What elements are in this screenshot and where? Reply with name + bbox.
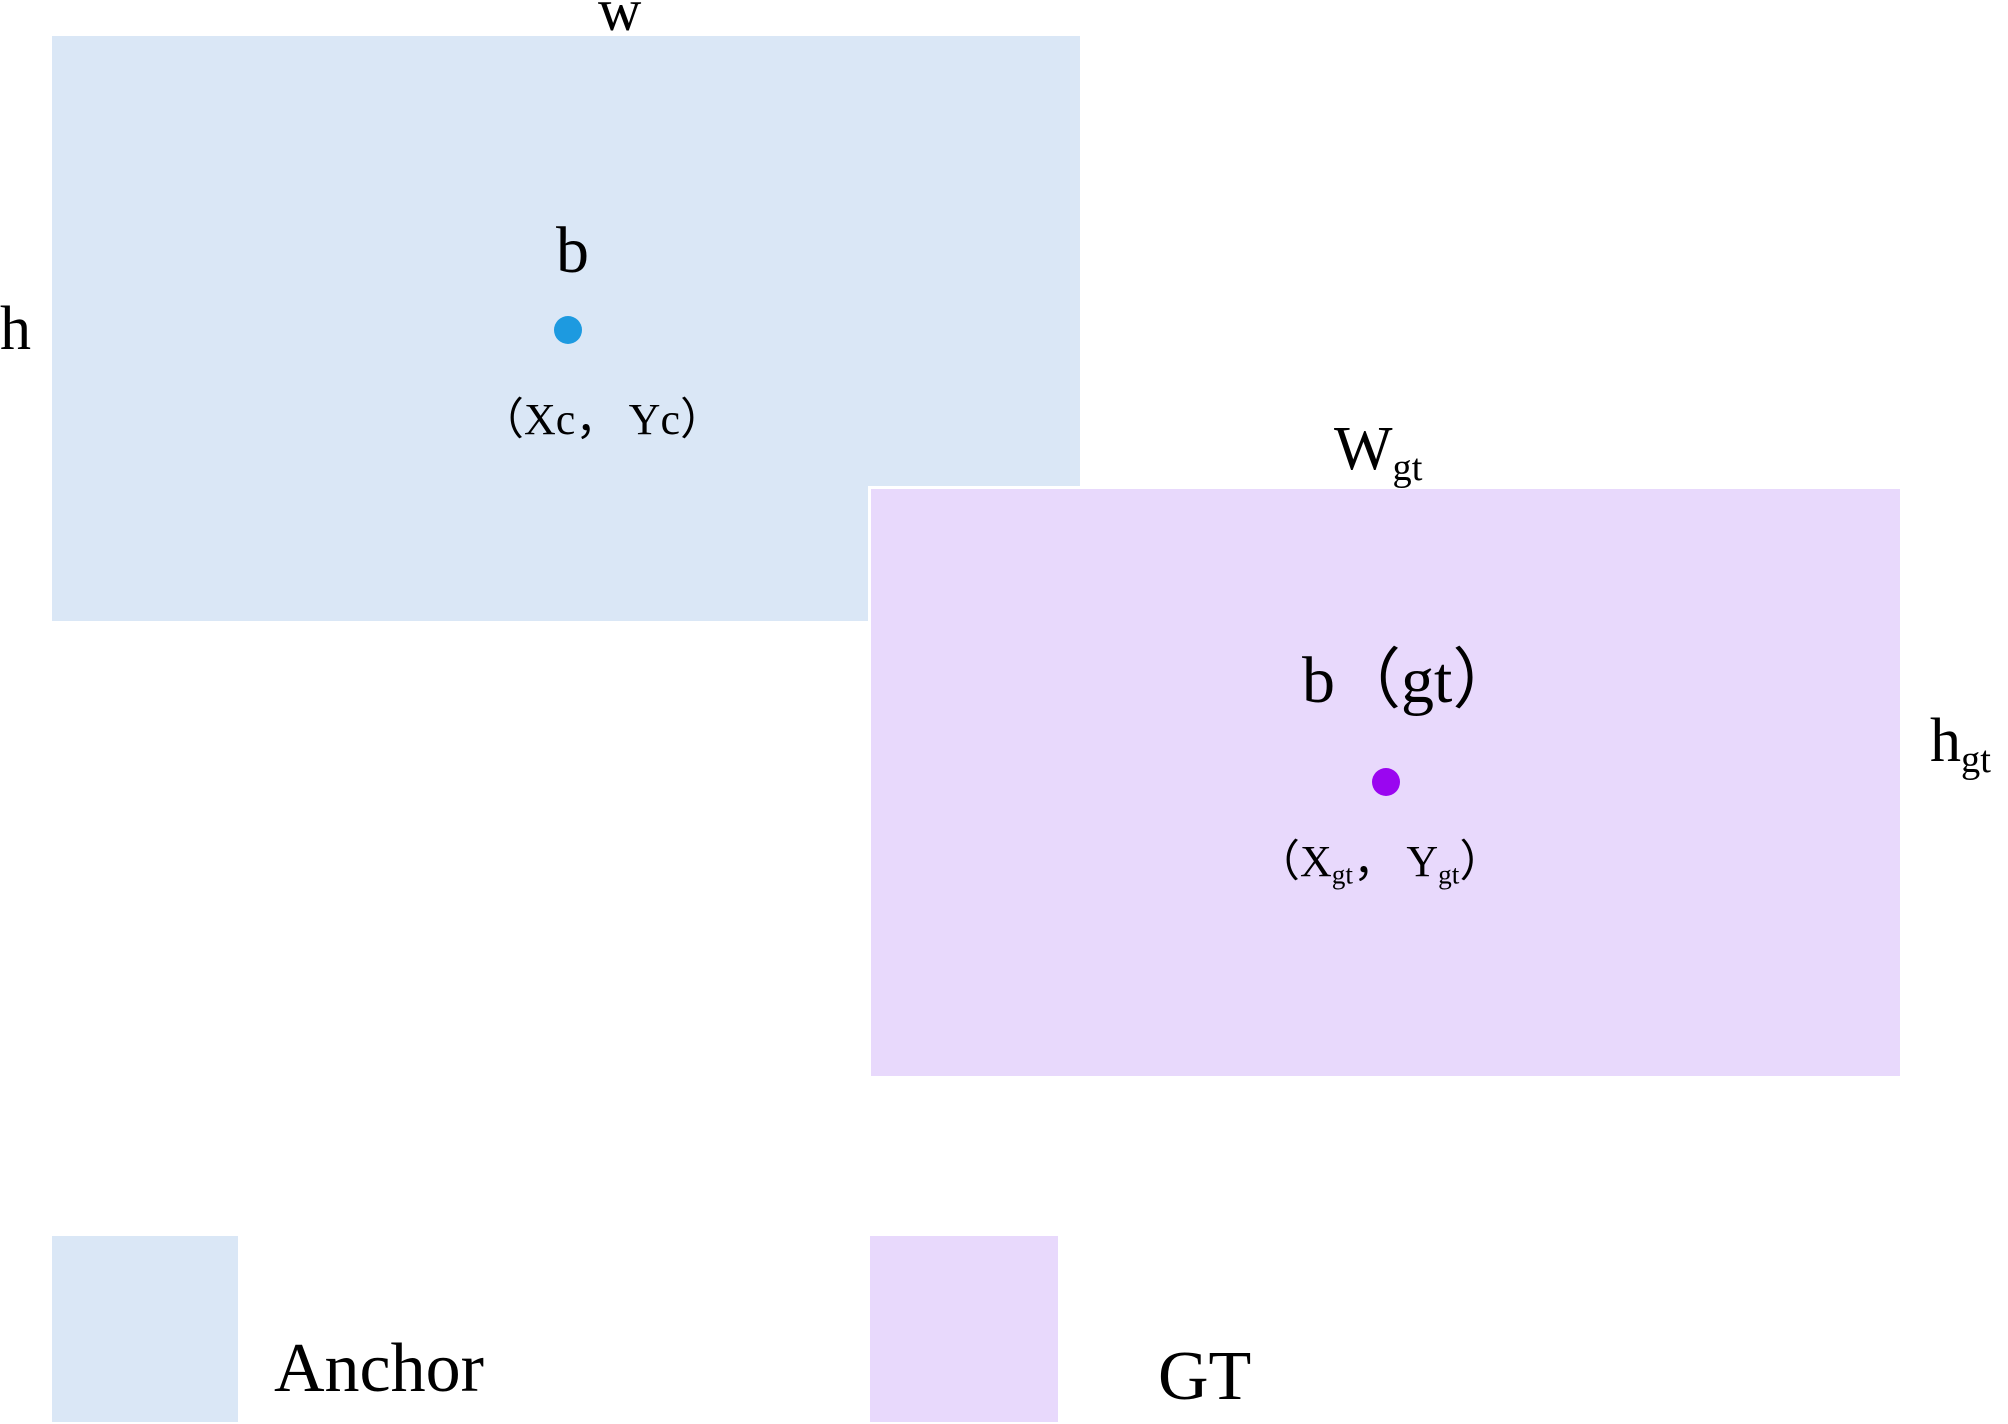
gt-coord-sub-y: gt — [1438, 859, 1460, 890]
legend-anchor-swatch — [52, 1236, 238, 1422]
anchor-center-coordinates: （Xc， Yc） — [480, 395, 724, 444]
gt-center-coordinates: （Xgt， Ygt） — [1256, 840, 1503, 889]
anchor-width-label: w — [598, 0, 642, 43]
gt-coord-mid: ， Y — [1353, 837, 1439, 886]
legend-anchor-label: Anchor — [274, 1330, 484, 1407]
gt-width-label-main: W — [1334, 415, 1393, 483]
gt-height-label-main: h — [1930, 707, 1961, 775]
anchor-center-label: b — [556, 214, 589, 287]
anchor-center-dot — [554, 316, 582, 344]
gt-coord-close: ） — [1459, 837, 1504, 886]
gt-center-label: b（gt） — [1302, 644, 1519, 717]
gt-height-label: hgt — [1930, 710, 1991, 779]
gt-coord-sub-x: gt — [1331, 859, 1353, 890]
gt-height-label-sub: gt — [1961, 738, 1991, 781]
gt-width-label-sub: gt — [1392, 446, 1423, 489]
anchor-height-label: h — [0, 295, 31, 363]
gt-width-label: Wgt — [1334, 418, 1422, 487]
gt-coord-open: （X — [1256, 837, 1332, 886]
gt-center-dot — [1372, 768, 1400, 796]
legend-gt-swatch — [870, 1236, 1058, 1422]
legend-gt-label: GT — [1158, 1338, 1252, 1415]
